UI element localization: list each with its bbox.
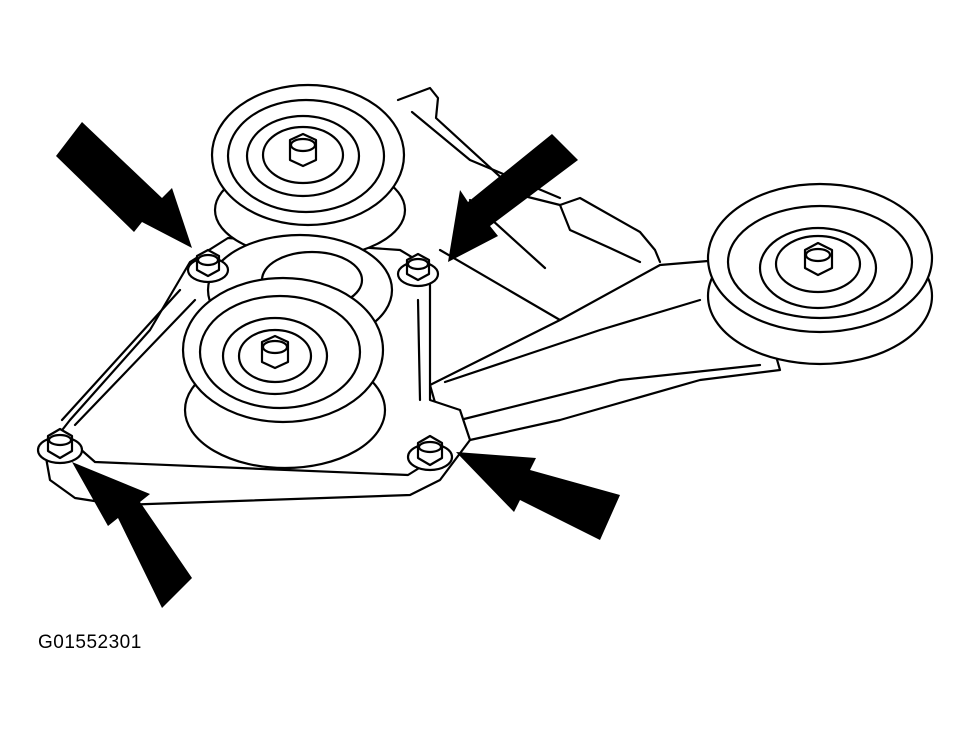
callout-arrow-lower-left: [72, 462, 192, 608]
lower-pulley-bolt: [260, 334, 290, 370]
engine-housing: [396, 86, 662, 322]
lower-idler-pulley: [181, 276, 387, 470]
mounting-bolt-upper-right: [396, 252, 440, 288]
figure-code-label: G01552301: [38, 632, 142, 653]
upper-idler-pulley: [210, 83, 407, 260]
callout-arrow-upper-right: [448, 134, 578, 262]
callout-arrow-lower-right: [456, 452, 620, 540]
mounting-bolt-upper-left: [186, 248, 230, 284]
mounting-bolt-lower-right: [406, 434, 454, 472]
tensioner-bolt: [803, 241, 834, 277]
mounting-bolt-lower-left: [36, 427, 84, 465]
upper-pulley-bolt: [288, 132, 318, 168]
tensioner-pulley: [706, 182, 934, 366]
callout-arrow-upper-left: [56, 122, 192, 248]
